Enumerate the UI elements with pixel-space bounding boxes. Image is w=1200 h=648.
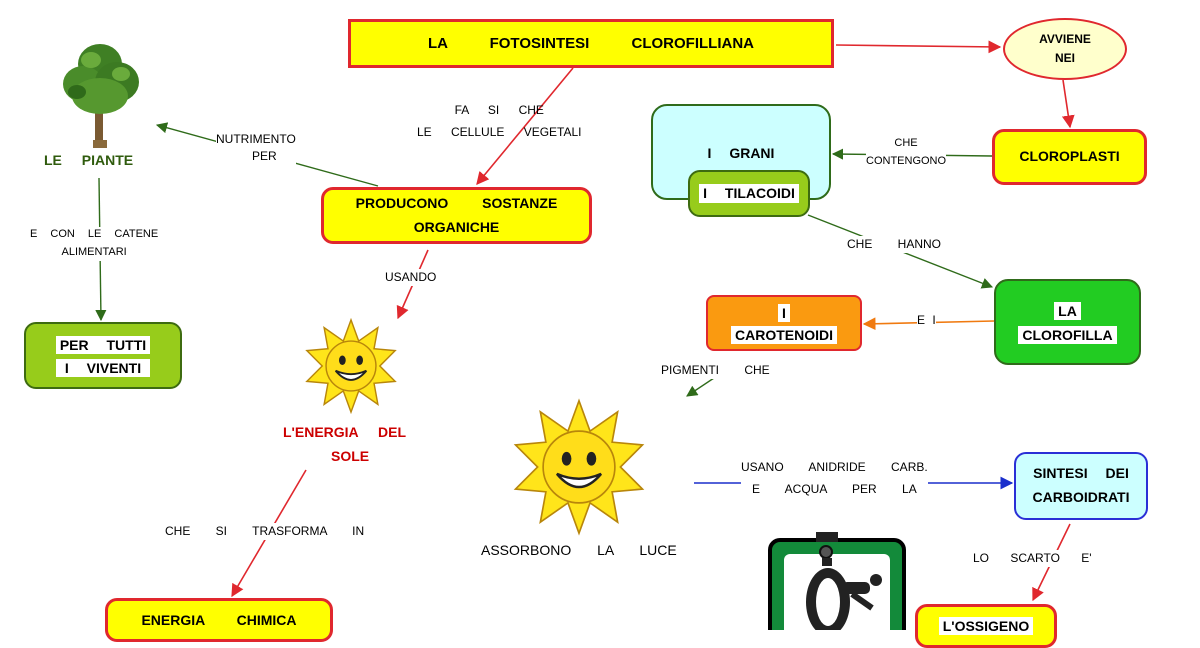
nutrimento-line-2: PER (252, 149, 277, 164)
usano-line-2: E ACQUA PER LA (741, 481, 928, 499)
usando-text: USANDO (385, 270, 437, 284)
sintesi-line-1: SINTESI DEI (1033, 465, 1129, 482)
cloroplasti-node: CLOROPLASTI (992, 129, 1147, 185)
oxygen-tank-icon (768, 532, 906, 630)
producono-line-2: ORGANICHE (413, 218, 500, 235)
che-si-trasforma-text: CHE SI TRASFORMA IN (165, 524, 365, 538)
producono-node: PRODUCONO SOSTANZE ORGANICHE (321, 187, 592, 244)
label-assorbono-la-luce: ASSORBONO LA LUCE (481, 540, 677, 560)
che-hanno-text: CHE HANNO (847, 237, 942, 251)
label-pigmenti-che: PIGMENTI CHE (661, 362, 770, 380)
clorofilla-line-2: CLOROFILLA (1018, 326, 1117, 345)
label-nutrimento-per: NUTRIMENTO PER (216, 131, 296, 166)
smiling-sun-icon (513, 398, 645, 536)
avviene-line-2: NEI (1054, 51, 1075, 65)
tree-icon (63, 44, 139, 148)
arrow-carotenoidi-to-sun (686, 377, 715, 397)
producono-line-1: PRODUCONO SOSTANZE (355, 194, 558, 211)
lo-scarto-text: LO SCARTO E' (973, 551, 1092, 565)
ossigeno-node: L'OSSIGENO (915, 604, 1057, 648)
contengono-line-2: CONTENGONO (866, 154, 947, 167)
nutrimento-line-1: NUTRIMENTO (216, 132, 296, 146)
fa-si-che-line-1: FA SI CHE (454, 103, 544, 117)
energia-sole-line-2: SOLE (331, 447, 370, 464)
arrow-avviene-to-cloroplasti (1061, 79, 1075, 129)
per-tutti-node: PER TUTTI I VIVENTI (24, 322, 182, 389)
clorofilla-node: LA CLOROFILLA (994, 279, 1141, 365)
usano-line-1: USANO ANIDRIDE CARB. (741, 459, 928, 477)
cloroplasti-text: CLOROPLASTI (1019, 148, 1120, 165)
avviene-nei-node: AVVIENE NEI (1003, 18, 1127, 80)
carotenoidi-line-1: I (778, 303, 790, 322)
label-energia-del-sole: L'ENERGIA DEL SOLE (283, 421, 406, 469)
energia-sole-line-1: L'ENERGIA DEL (283, 424, 407, 440)
assorbono-text: ASSORBONO LA LUCE (481, 542, 677, 558)
label-lo-scarto: LO SCARTO E' (973, 550, 1092, 568)
e-i-text: E I (917, 313, 936, 327)
title-box: LA FOTOSINTESI CLOROFILLIANA (348, 19, 834, 68)
per-tutti-line-1: PER TUTTI (55, 335, 151, 354)
label-usando: USANDO (385, 269, 437, 287)
pigmenti-che-text: PIGMENTI CHE (661, 363, 770, 377)
label-le-piante: LE PIANTE (44, 150, 133, 170)
energia-chimica-text: ENERGIA CHIMICA (141, 612, 297, 628)
tilacoidi-node: I TILACOIDI (688, 170, 810, 217)
arrow-title-to-avviene (835, 40, 1002, 54)
arrow-title-to-producono (476, 67, 574, 185)
smiling-sun-icon (305, 318, 397, 414)
fa-si-che-line-2: LE CELLULE VEGETALI (417, 125, 582, 140)
label-che-si-trasforma: CHE SI TRASFORMA IN (165, 523, 365, 541)
ossigeno-text: L'OSSIGENO (938, 617, 1034, 636)
per-tutti-line-2: I VIVENTI (55, 359, 151, 378)
avviene-line-1: AVVIENE (1039, 31, 1091, 46)
label-che-contengono: CHE CONTENGONO (866, 135, 947, 171)
contengono-line-1: CHE (894, 137, 918, 149)
carotenoidi-node: I CAROTENOIDI (706, 295, 862, 351)
sintesi-line-2: CARBOIDRATI (1032, 489, 1130, 505)
catene-line-1: E CON LE CATENE (30, 228, 159, 240)
label-e-i: E I (917, 312, 936, 330)
clorofilla-line-1: LA (1054, 301, 1081, 320)
label-che-hanno: CHE HANNO (847, 236, 942, 254)
label-e-con-le-catene: E CON LE CATENE ALIMENTARI (30, 227, 159, 261)
tilacoidi-text: I TILACOIDI (699, 184, 799, 203)
catene-line-2: ALIMENTARI (61, 245, 127, 258)
label-fa-si-che: FA SI CHE LE CELLULE VEGETALI (417, 102, 582, 142)
sintesi-node: SINTESI DEI CARBOIDRATI (1014, 452, 1148, 520)
label-usano-anidride: USANO ANIDRIDE CARB. E ACQUA PER LA (741, 459, 928, 499)
carotenoidi-line-2: CAROTENOIDI (731, 326, 837, 345)
grani-text: I GRANI (707, 145, 775, 161)
le-piante-text: LE PIANTE (44, 152, 134, 168)
energia-chimica-node: ENERGIA CHIMICA (105, 598, 333, 642)
title-text: LA FOTOSINTESI CLOROFILLIANA (428, 34, 754, 52)
